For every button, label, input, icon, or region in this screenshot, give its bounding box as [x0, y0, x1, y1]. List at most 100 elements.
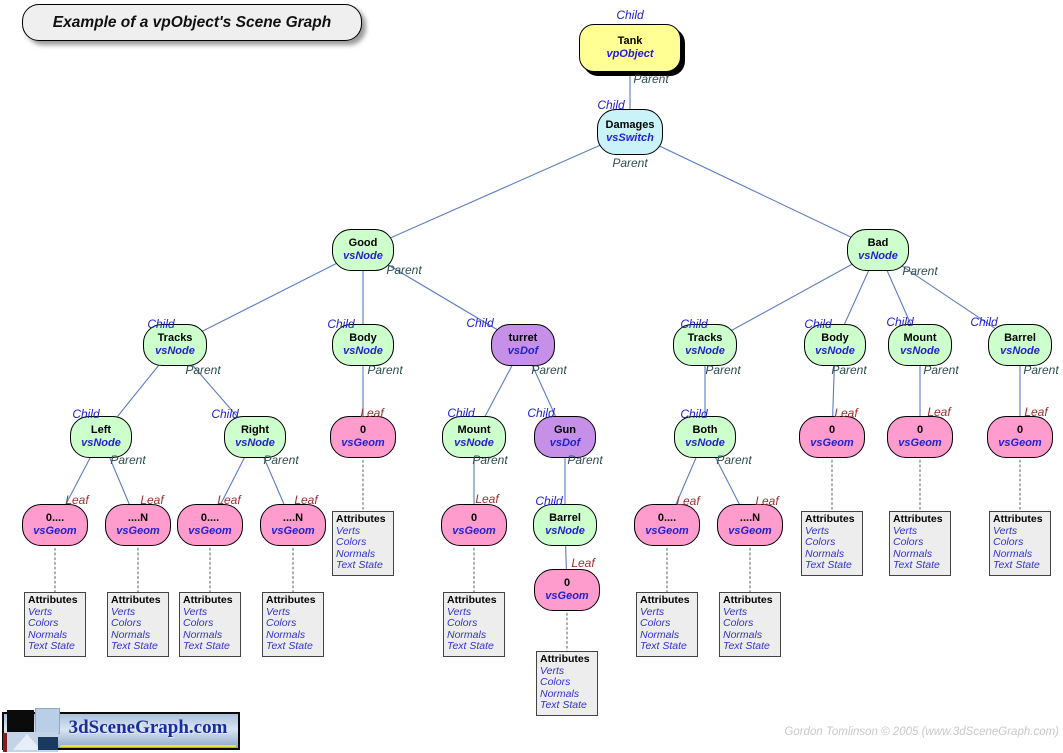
child-edge-label: Child [970, 315, 998, 329]
node-class: vsNode [815, 345, 855, 357]
node-name: 0 [359, 424, 367, 436]
parent-edge-label: Parent [902, 264, 938, 278]
attributes-box-item: Verts [266, 605, 291, 618]
node-name: Right [240, 424, 270, 436]
attributes-box-item: Verts [723, 605, 748, 618]
attributes-box-item: Text State [993, 559, 1040, 571]
graph-node-geom-right-0: 0....vsGeom [177, 504, 243, 546]
diagram-title: Example of a vpObject's Scene Graph [52, 13, 332, 31]
parent-edge-label: Parent [831, 363, 867, 377]
attributes-box-item: Colors [540, 676, 571, 688]
node-name: turret [508, 332, 538, 344]
attributes-box-header: Attributes [640, 594, 690, 606]
node-name: Bad [867, 237, 889, 249]
attributes-box-item: Colors [336, 536, 367, 548]
attributes-box-item: Text State [447, 640, 494, 652]
node-name: Tracks [157, 332, 193, 344]
attributes-box-item: Normals [28, 628, 68, 641]
node-class: vsGeom [898, 437, 942, 449]
attributes-box-header: Attributes [540, 653, 590, 665]
attributes-box-item: Colors [447, 617, 478, 629]
node-name: 0 [1016, 424, 1024, 436]
child-edge-label: Child [680, 407, 708, 421]
child-edge-label: Child [616, 8, 644, 22]
child-edge-label: Child [466, 316, 494, 330]
attributes-box-item: Colors [28, 617, 59, 629]
child-edge-label: Child [527, 406, 555, 420]
attributes-box-item: Normals [993, 547, 1033, 560]
attributes-box-header: Attributes [336, 513, 386, 525]
graph-node-geom-both-0: 0....vsGeom [634, 504, 700, 546]
leaf-edge-label: Leaf [834, 406, 858, 420]
attributes-box-header: Attributes [28, 594, 78, 606]
node-class: vsDof [507, 345, 539, 357]
logo-icon-black-square [7, 710, 34, 732]
node-class: vsGeom [452, 525, 496, 537]
child-edge-label: Child [535, 494, 563, 508]
node-class: vsNode [343, 250, 383, 262]
node-class: vsGeom [188, 525, 232, 537]
parent-edge-label: Parent [110, 453, 146, 467]
attributes-box-item: Verts [111, 605, 136, 618]
node-name: ....N [127, 512, 149, 524]
node-class: vsGeom [645, 525, 689, 537]
diagram-title-box: Example of a vpObject's Scene Graph [22, 4, 362, 41]
node-name: Good [348, 237, 378, 249]
attributes-box-item: Text State [266, 640, 313, 652]
attributes-box-header: Attributes [805, 513, 855, 525]
node-name: 0.... [200, 512, 220, 524]
attributes-box-item: Text State [640, 640, 687, 652]
parent-edge-label: Parent [386, 263, 422, 277]
node-class: vsNode [900, 345, 940, 357]
node-name: 0.... [45, 512, 65, 524]
attributes-box-item: Verts [893, 524, 918, 537]
attributes-box-item: Colors [266, 617, 297, 629]
node-class: vsNode [343, 345, 383, 357]
node-name: ....N [739, 512, 761, 524]
node-class: vsNode [454, 437, 494, 449]
attributes-box-item: Verts [447, 605, 472, 618]
attributes-box-item: Verts [993, 524, 1018, 537]
parent-edge-label: Parent [367, 363, 403, 377]
parent-child-edge [704, 249, 879, 346]
node-class: vsNode [1000, 345, 1040, 357]
attributes-box-item: Normals [336, 547, 376, 560]
node-name: 0 [916, 424, 924, 436]
parent-edge-label: Parent [472, 453, 508, 467]
logo-icon-triangle [13, 734, 41, 750]
attributes-box-header: Attributes [447, 594, 497, 606]
node-class: vsNode [235, 437, 275, 449]
attributes-box-item: Normals [723, 628, 763, 641]
child-edge-label: Child [597, 98, 625, 112]
node-name: Both [692, 424, 718, 436]
attributes-box-item: Colors [893, 536, 924, 548]
child-edge-label: Child [211, 407, 239, 421]
node-name: 0 [828, 424, 836, 436]
leaf-edge-label: Leaf [475, 492, 499, 506]
leaf-edge-label: Leaf [927, 405, 951, 419]
node-name: Barrel [1004, 332, 1036, 344]
node-name: Mount [903, 332, 937, 344]
attributes-box-item: Colors [805, 536, 836, 548]
node-name: Body [349, 332, 377, 344]
leaf-edge-label: Leaf [676, 494, 700, 508]
attributes-box-item: Text State [723, 640, 770, 652]
